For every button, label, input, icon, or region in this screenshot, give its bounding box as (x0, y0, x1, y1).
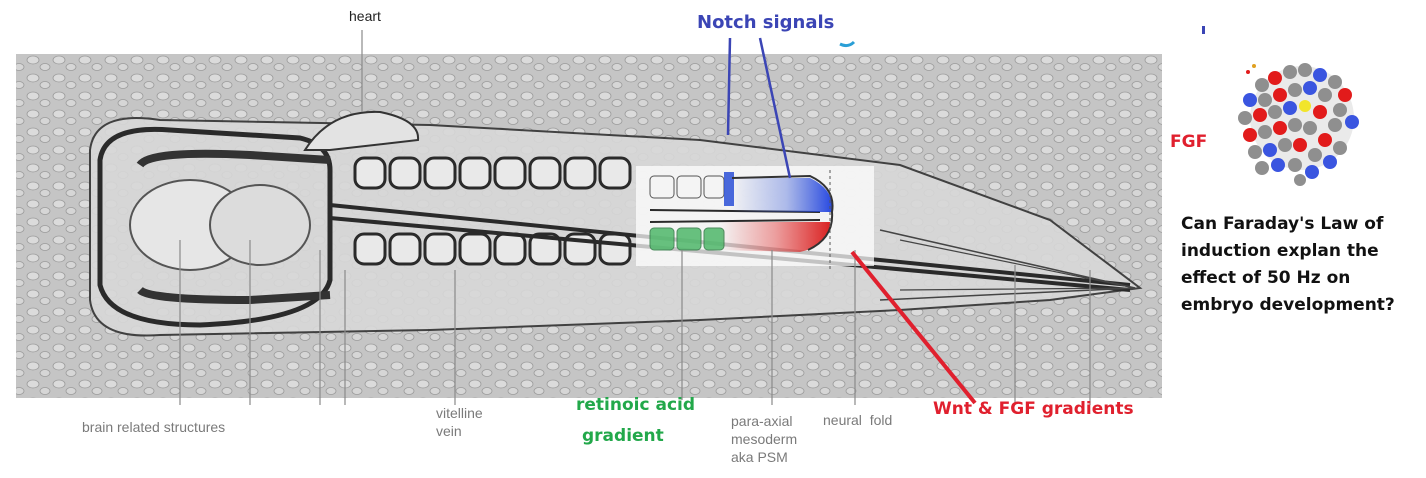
question-line-2: induction explan the (1181, 241, 1379, 261)
brain-structures-label: brain related structures (82, 419, 226, 435)
notch-signals-label: Notch signals (697, 12, 835, 33)
neural-fold-label: neural fold (823, 412, 893, 428)
faraday-question: Can Faraday's Law of induction explan th… (1181, 211, 1421, 319)
vitelline-vein-label-line2: vein (436, 423, 462, 439)
vitelline-vein-label-line1: vitelline (436, 405, 483, 421)
question-line-4: embryo development? (1181, 295, 1395, 315)
paraxial-mesoderm-label-line3: aka PSM (731, 449, 788, 465)
wnt-fgf-arrow (850, 250, 977, 405)
retinoic-acid-label-line2: gradient (582, 426, 664, 446)
paraxial-mesoderm-label-line1: para-axial (731, 413, 793, 429)
heart-structure (303, 110, 420, 151)
notch-gradient (730, 178, 833, 212)
somites (353, 156, 632, 266)
wnt-fgf-gradients-label: Wnt & FGF gradients (933, 399, 1134, 419)
question-line-3: effect of 50 Hz on (1181, 268, 1351, 288)
fgf-protein-molecule-icon (1238, 63, 1359, 186)
retinoic-acid-label-line1: retinoic acid (576, 395, 696, 415)
fgf-label: FGF (1170, 132, 1208, 152)
retinoic-acid-somites (649, 227, 725, 251)
paraxial-mesoderm-label-line2: mesoderm (731, 431, 798, 447)
fgf-gradient (720, 222, 830, 252)
notch-arrows (726, 37, 792, 179)
heart-label: heart (349, 8, 381, 24)
question-line-1: Can Faraday's Law of (1181, 214, 1384, 234)
leader-lines (179, 30, 1091, 405)
